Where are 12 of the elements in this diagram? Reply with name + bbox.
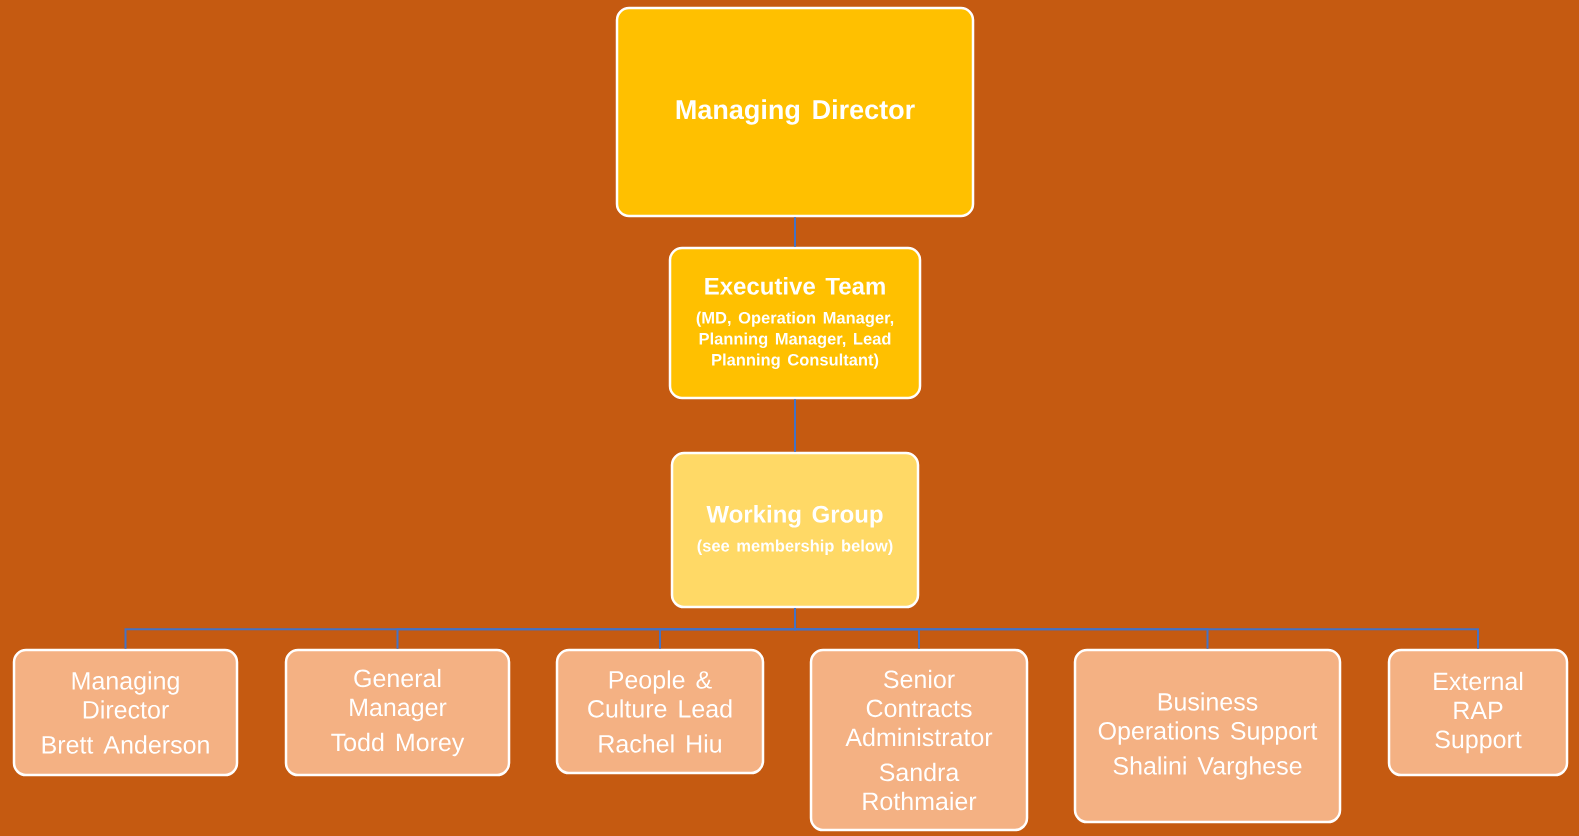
team-box: Executive Team (MD, Operation Manager, Planning Manager, Lead Planning Consultant) <box>668 246 922 400</box>
team-box: Working Group (see membership below) <box>670 451 920 609</box>
connector-line <box>794 216 796 248</box>
connector-line <box>794 398 796 453</box>
member-box: External RAP Support <box>1387 648 1569 777</box>
member-box: People & Culture Lead Rachel Hiu <box>555 648 765 775</box>
member-box: Managing Director Brett Anderson <box>12 648 239 777</box>
member-box: General Manager Todd Morey <box>284 648 511 777</box>
member-box: Business Operations Support Shalini Varghese <box>1073 648 1342 824</box>
connector-line <box>794 607 1479 650</box>
member-box: Senior Contracts Administrator Sandra Rothmaier <box>809 648 1029 832</box>
director-box: Managing Director <box>615 6 975 218</box>
